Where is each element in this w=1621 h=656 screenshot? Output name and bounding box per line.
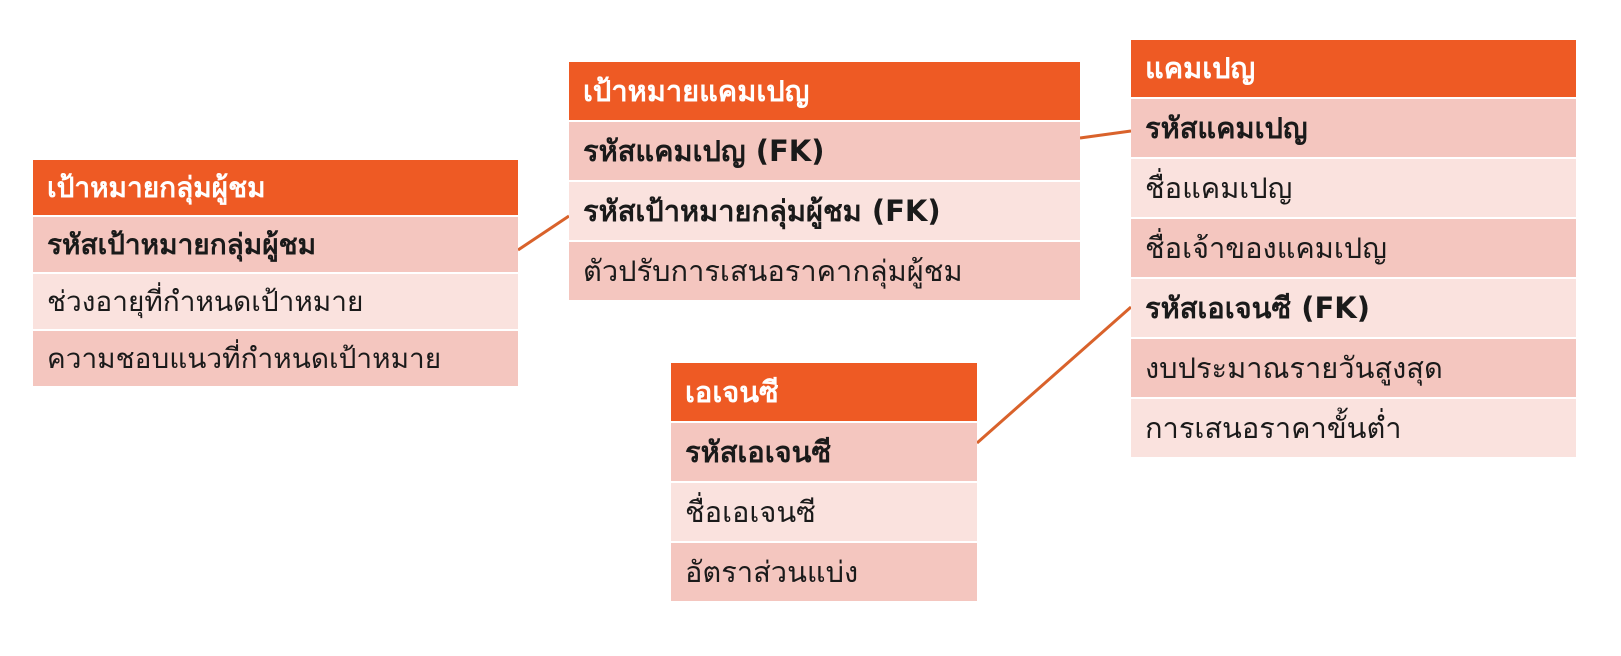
link-audience-to-campaign-target [517,214,570,252]
entity-agency: เอเจนซี รหัสเอเจนซี ชื่อเอเจนซี อัตราส่ว… [671,363,977,601]
entity-field: อัตราส่วนแบ่ง [671,541,977,601]
link-agency-to-campaign [976,305,1132,445]
entity-field: งบประมาณรายวันสูงสุด [1131,337,1576,397]
entity-title: เอเจนซี [671,363,977,421]
entity-field: ความชอบแนวที่กำหนดเป้าหมาย [33,329,518,386]
entity-campaign: แคมเปญ รหัสแคมเปญ ชื่อแคมเปญ ชื่อเจ้าของ… [1131,40,1576,457]
entity-audience-target: เป้าหมายกลุ่มผู้ชม รหัสเป้าหมายกลุ่มผู้ช… [33,160,518,386]
link-campaign-target-to-campaign [1079,129,1132,140]
entity-field-primary-key: รหัสเป้าหมายกลุ่มผู้ชม [33,215,518,272]
entity-field-primary-key: รหัสเอเจนซี [671,421,977,481]
entity-field: ตัวปรับการเสนอราคากลุ่มผู้ชม [569,240,1080,300]
entity-field: ชื่อเจ้าของแคมเปญ [1131,217,1576,277]
entity-field: ชื่อแคมเปญ [1131,157,1576,217]
entity-title: เป้าหมายกลุ่มผู้ชม [33,160,518,215]
entity-field-foreign-key: รหัสเป้าหมายกลุ่มผู้ชม (FK) [569,180,1080,240]
entity-field: ชื่อเอเจนซี [671,481,977,541]
entity-field: ช่วงอายุที่กำหนดเป้าหมาย [33,272,518,329]
entity-title: เป้าหมายแคมเปญ [569,62,1080,120]
entity-field-foreign-key: รหัสเอเจนซี (FK) [1131,277,1576,337]
entity-title: แคมเปญ [1131,40,1576,97]
entity-field-foreign-key: รหัสแคมเปญ (FK) [569,120,1080,180]
entity-campaign-target: เป้าหมายแคมเปญ รหัสแคมเปญ (FK) รหัสเป้าห… [569,62,1080,300]
entity-field-primary-key: รหัสแคมเปญ [1131,97,1576,157]
entity-field: การเสนอราคาขั้นต่ำ [1131,397,1576,457]
